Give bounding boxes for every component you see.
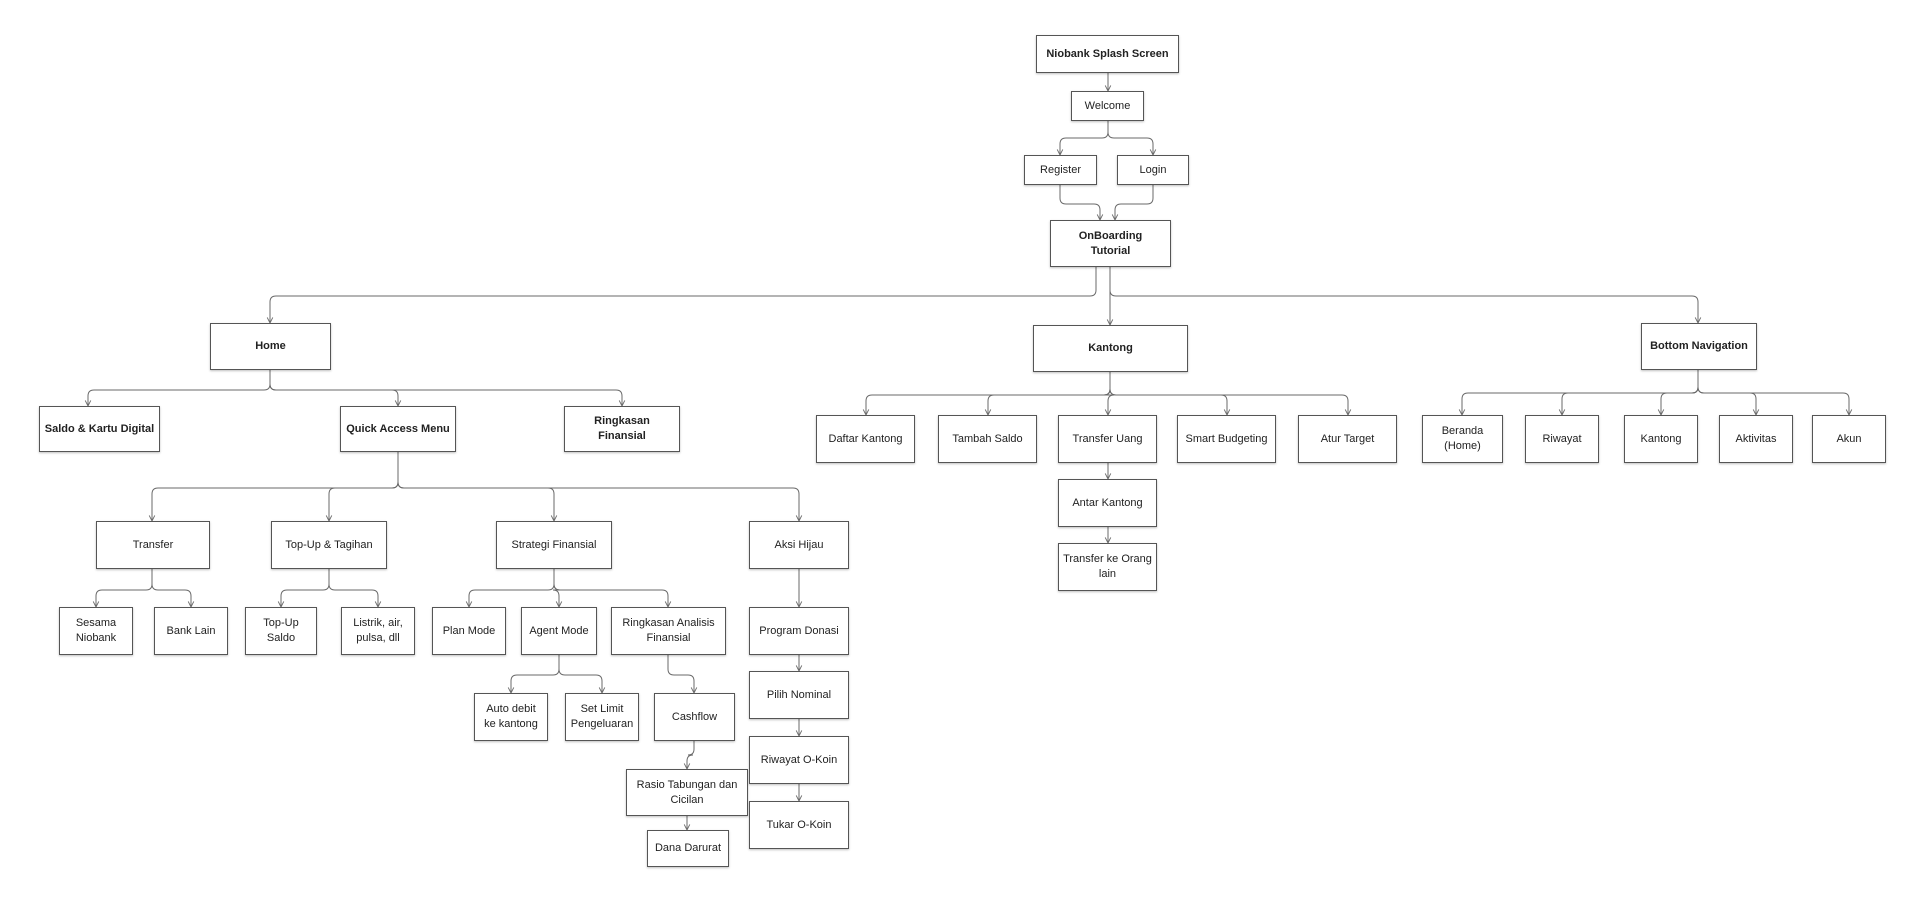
node-auto-debit: Auto debit ke kantong: [474, 693, 548, 741]
connector-arrow: [553, 569, 668, 607]
connector-arrow: [1060, 121, 1109, 155]
node-kantong: Kantong: [1033, 325, 1188, 372]
connector-arrow: [558, 655, 602, 693]
node-dana-darurat: Dana Darurat: [647, 830, 729, 867]
connector-arrow: [1109, 372, 1227, 415]
connector-arrow: [397, 452, 554, 521]
connector-arrow: [1059, 185, 1100, 220]
node-smart-budgeting: Smart Budgeting: [1177, 415, 1276, 463]
connector-arrow: [328, 569, 378, 607]
node-aktivitas: Aktivitas: [1719, 415, 1793, 463]
connector-arrow: [469, 569, 555, 607]
node-saldo-kartu-digital: Saldo & Kartu Digital: [39, 406, 160, 452]
node-daftar-kantong: Daftar Kantong: [816, 415, 915, 463]
node-transfer-uang: Transfer Uang: [1058, 415, 1157, 463]
connector-arrow: [1661, 370, 1699, 415]
node-aksi-hijau: Aksi Hijau: [749, 521, 849, 569]
node-topup-saldo: Top-Up Saldo: [245, 607, 317, 655]
connector-arrow: [269, 370, 622, 406]
connector-arrow: [988, 372, 1111, 415]
node-cashflow: Cashflow: [654, 693, 735, 741]
node-onboarding-tutorial: OnBoarding Tutorial: [1050, 220, 1171, 267]
node-kantong-nav: Kantong: [1624, 415, 1698, 463]
node-bottom-navigation: Bottom Navigation: [1641, 323, 1757, 370]
connector-arrow: [1697, 370, 1849, 415]
node-bank-lain: Bank Lain: [154, 607, 228, 655]
connector-arrow: [1107, 121, 1153, 155]
connector-arrow: [1109, 372, 1348, 415]
node-agent-mode: Agent Mode: [521, 607, 597, 655]
connector-arrow: [1109, 267, 1698, 323]
connector-arrow: [269, 370, 398, 406]
node-riwayat: Riwayat: [1525, 415, 1599, 463]
node-quick-access-menu: Quick Access Menu: [340, 406, 456, 452]
connector-arrow: [1103, 372, 1115, 415]
connector-arrow: [88, 370, 271, 406]
connector-arrow: [687, 741, 695, 769]
node-topup-tagihan: Top-Up & Tagihan: [271, 521, 387, 569]
connector-arrow: [151, 569, 191, 607]
connector-arrow: [152, 452, 399, 521]
node-akun: Akun: [1812, 415, 1886, 463]
node-riwayat-okoin: Riwayat O-Koin: [749, 736, 849, 784]
node-transfer: Transfer: [96, 521, 210, 569]
connector-arrow: [270, 267, 1097, 323]
node-atur-target: Atur Target: [1298, 415, 1397, 463]
connector-arrow: [1115, 185, 1154, 220]
node-plan-mode: Plan Mode: [432, 607, 506, 655]
connector-arrow: [511, 655, 560, 693]
node-antar-kantong: Antar Kantong: [1058, 479, 1157, 527]
connector-arrow: [281, 569, 330, 607]
node-strategi-finansial: Strategi Finansial: [496, 521, 612, 569]
node-beranda-home: Beranda (Home): [1422, 415, 1503, 463]
node-pilih-nominal: Pilih Nominal: [749, 671, 849, 719]
connector-arrow: [667, 655, 694, 693]
node-transfer-ke-orang-lain: Transfer ke Orang lain: [1058, 543, 1157, 591]
node-set-limit-pengeluaran: Set Limit Pengeluaran: [565, 693, 639, 741]
node-sesama-niobank: Sesama Niobank: [59, 607, 133, 655]
node-welcome: Welcome: [1071, 91, 1144, 121]
node-login: Login: [1117, 155, 1189, 185]
connector-arrow: [96, 569, 153, 607]
node-ringkasan-analisis-finansial: Ringkasan Analisis Finansial: [611, 607, 726, 655]
node-home: Home: [210, 323, 331, 370]
node-rasio-tabungan-cicilan: Rasio Tabungan dan Cicilan: [626, 769, 748, 816]
node-ringkasan-finansial: Ringkasan Finansial: [564, 406, 680, 452]
node-splash-screen: Niobank Splash Screen: [1036, 35, 1179, 73]
node-tukar-okoin: Tukar O-Koin: [749, 801, 849, 849]
node-register: Register: [1024, 155, 1097, 185]
node-listrik-air-pulsa: Listrik, air, pulsa, dll: [341, 607, 415, 655]
connector-arrow: [329, 452, 399, 521]
connector-arrow: [397, 452, 799, 521]
node-tambah-saldo: Tambah Saldo: [938, 415, 1037, 463]
node-program-donasi: Program Donasi: [749, 607, 849, 655]
